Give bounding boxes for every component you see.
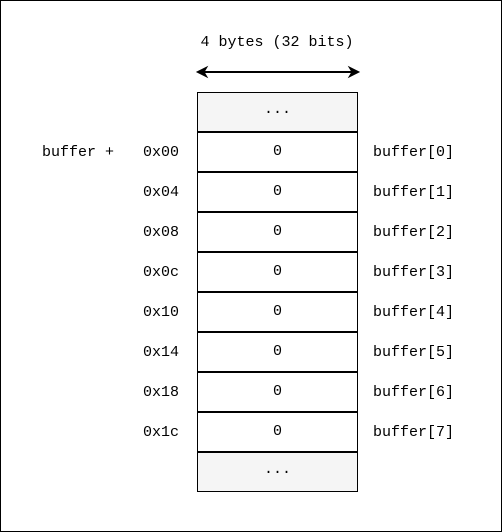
memory-cell: 0 bbox=[197, 132, 358, 172]
memory-cell-ellipsis-top: ... bbox=[197, 92, 358, 132]
base-pointer-label: buffer + bbox=[42, 144, 115, 161]
memory-cell: 0 bbox=[197, 212, 358, 252]
offset-label: 0x18 bbox=[142, 384, 179, 401]
offset-label: 0x14 bbox=[142, 344, 179, 361]
element-name-label: buffer[2] bbox=[373, 224, 455, 241]
element-name-label: buffer[5] bbox=[373, 344, 455, 361]
memory-cell: 0 bbox=[197, 372, 358, 412]
ellipsis-bottom-text: ... bbox=[263, 461, 291, 478]
offset-label: 0x0c bbox=[142, 264, 179, 281]
word-width-label: 4 bytes (32 bits) bbox=[200, 34, 354, 51]
memory-cell: 0 bbox=[197, 292, 358, 332]
offset-label: 0x10 bbox=[142, 304, 179, 321]
ellipsis-top-text: ... bbox=[263, 101, 291, 118]
element-name-label: buffer[7] bbox=[373, 424, 455, 441]
offset-label: 0x04 bbox=[142, 184, 179, 201]
memory-cell: 0 bbox=[197, 172, 358, 212]
word-width-arrow bbox=[195, 65, 361, 79]
memory-cell-ellipsis-bottom: ... bbox=[197, 452, 358, 492]
element-name-label: buffer[0] bbox=[373, 144, 455, 161]
element-name-label: buffer[4] bbox=[373, 304, 455, 321]
element-name-label: buffer[6] bbox=[373, 384, 455, 401]
memory-cell: 0 bbox=[197, 252, 358, 292]
offset-label: 0x1c bbox=[142, 424, 179, 441]
element-name-label: buffer[1] bbox=[373, 184, 455, 201]
memory-cell: 0 bbox=[197, 332, 358, 372]
offset-label: 0x00 bbox=[142, 144, 179, 161]
memory-cell: 0 bbox=[197, 412, 358, 452]
offset-label: 0x08 bbox=[142, 224, 179, 241]
element-name-label: buffer[3] bbox=[373, 264, 455, 281]
